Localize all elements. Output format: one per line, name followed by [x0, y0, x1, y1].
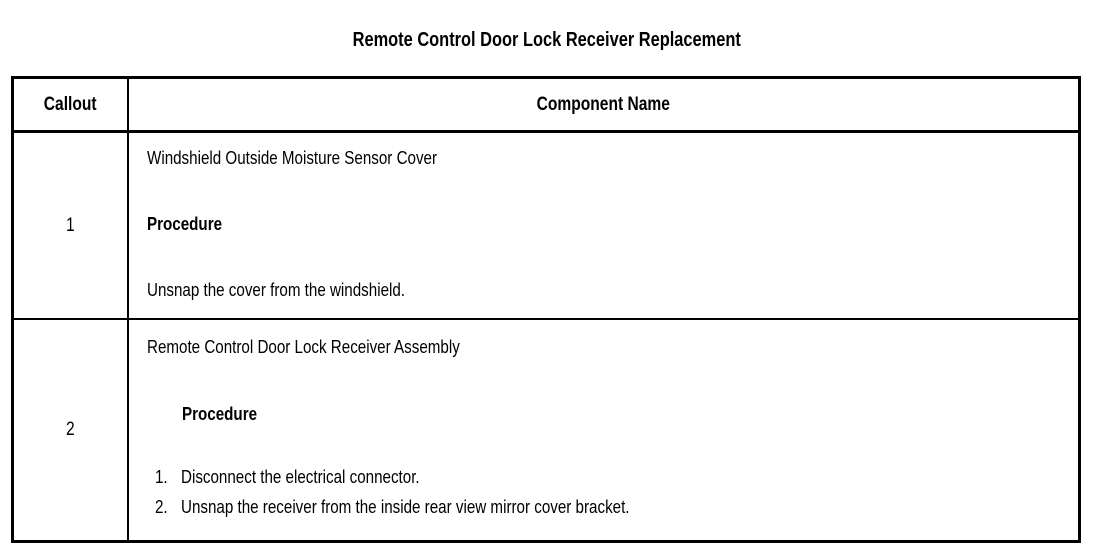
parts-table: Callout Component Name 1 Windshield Outs…	[11, 76, 1081, 543]
page-title-text: Remote Control Door Lock Receiver Replac…	[352, 29, 741, 51]
table-row: 2	[14, 320, 127, 540]
callout-number: 2	[66, 419, 75, 440]
component-cell: Windshield Outside Moisture Sensor Cover…	[129, 133, 1078, 318]
procedure-text: Unsnap the cover from the windshield.	[147, 279, 406, 300]
component-name: Windshield Outside Moisture Sensor Cover	[147, 147, 438, 168]
table-header-component-name: Component Name	[129, 79, 1078, 130]
component-cell: Remote Control Door Lock Receiver Assemb…	[129, 320, 1078, 540]
list-item: 1. Disconnect the electrical connector.	[129, 466, 1078, 498]
procedure-heading: Procedure	[147, 213, 223, 234]
callout-number: 1	[66, 214, 75, 236]
step-text: Unsnap the receiver from the inside rear…	[181, 496, 630, 517]
step-text: Disconnect the electrical connector.	[181, 466, 420, 487]
table-header-component-name-label: Component Name	[536, 93, 671, 115]
step-number: 2.	[155, 496, 168, 517]
procedure-step-list: 1. Disconnect the electrical connector. …	[129, 466, 1078, 528]
table-row: 1	[14, 133, 127, 318]
table-header-callout: Callout	[14, 79, 127, 130]
page-title: Remote Control Door Lock Receiver Replac…	[0, 29, 1093, 52]
list-item: 2. Unsnap the receiver from the inside r…	[129, 496, 1078, 528]
column-divider	[127, 79, 129, 540]
table-header-callout-label: Callout	[44, 93, 97, 115]
component-name: Remote Control Door Lock Receiver Assemb…	[147, 336, 460, 357]
header-divider	[14, 130, 1078, 133]
procedure-heading: Procedure	[182, 403, 258, 424]
row-divider	[14, 318, 1078, 320]
step-number: 1.	[155, 466, 168, 487]
